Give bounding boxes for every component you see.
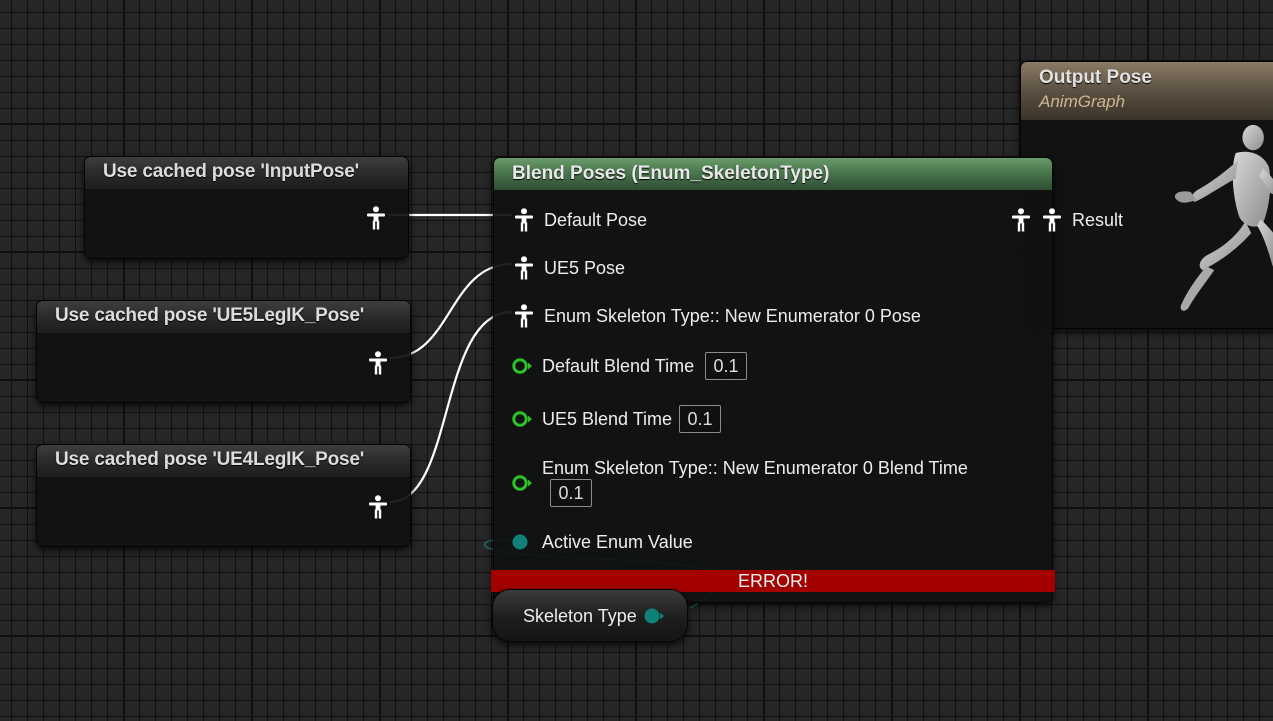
node-title: Use cached pose 'UE5LegIK_Pose' (37, 301, 410, 333)
default-pose-pin-label: Default Pose (544, 210, 648, 230)
person-pose-icon[interactable] (514, 208, 534, 232)
person-pose-icon[interactable] (1042, 208, 1062, 232)
error-banner: ERROR! (491, 570, 1055, 592)
blend-poses-title: Blend Poses (Enum_SkeletonType) (494, 158, 1052, 190)
active-enum-value-label: Active Enum Value (542, 532, 693, 552)
enum-pin-icon[interactable] (511, 533, 533, 551)
ue5-blend-time-label: UE5 Blend Time (542, 409, 673, 429)
default-blend-time-label: Default Blend Time (542, 356, 695, 376)
enum0-pose-pin-label: Enum Skeleton Type:: New Enumerator 0 Po… (544, 306, 921, 326)
person-pose-icon (1011, 208, 1031, 232)
node-title: Use cached pose 'InputPose' (85, 157, 408, 189)
skeleton-type-variable-node[interactable]: Skeleton Type (492, 589, 688, 642)
person-pose-icon[interactable] (368, 495, 388, 519)
cached-pose-node-inputpose[interactable]: Use cached pose 'InputPose' (84, 156, 409, 259)
enum0-blend-time-label: Enum Skeleton Type:: New Enumerator 0 Bl… (542, 458, 968, 478)
ue5-pose-pin-label: UE5 Pose (544, 258, 626, 278)
cached-pose-node-ue5legik[interactable]: Use cached pose 'UE5LegIK_Pose' (36, 300, 411, 403)
result-pin-label: Result (1072, 210, 1124, 230)
ue5-blend-time-input[interactable]: 0.1 (679, 405, 721, 433)
person-pose-icon[interactable] (514, 256, 534, 280)
output-pose-node[interactable]: Output Pose AnimGraph (1020, 61, 1273, 329)
float-pin-icon[interactable] (511, 357, 533, 375)
enum-pin-icon[interactable] (643, 607, 665, 625)
node-subtitle: AnimGraph (1039, 92, 1125, 111)
person-pose-icon[interactable] (368, 351, 388, 375)
skeleton-type-label: Skeleton Type (523, 606, 637, 626)
person-pose-icon[interactable] (366, 206, 386, 230)
float-pin-icon[interactable] (511, 474, 533, 492)
float-pin-icon[interactable] (511, 410, 533, 428)
enum0-blend-time-input[interactable]: 0.1 (550, 479, 592, 507)
node-title: Use cached pose 'UE4LegIK_Pose' (37, 445, 410, 477)
person-pose-icon[interactable] (514, 304, 534, 328)
node-title: Output Pose (1039, 67, 1152, 88)
default-blend-time-input[interactable]: 0.1 (705, 352, 747, 380)
mannequin-icon (1174, 124, 1273, 311)
cached-pose-node-ue4legik[interactable]: Use cached pose 'UE4LegIK_Pose' (36, 444, 411, 547)
blend-poses-node[interactable]: Blend Poses (Enum_SkeletonType) Default … (491, 157, 1123, 603)
output-pose-header: Output Pose AnimGraph (1021, 62, 1273, 120)
